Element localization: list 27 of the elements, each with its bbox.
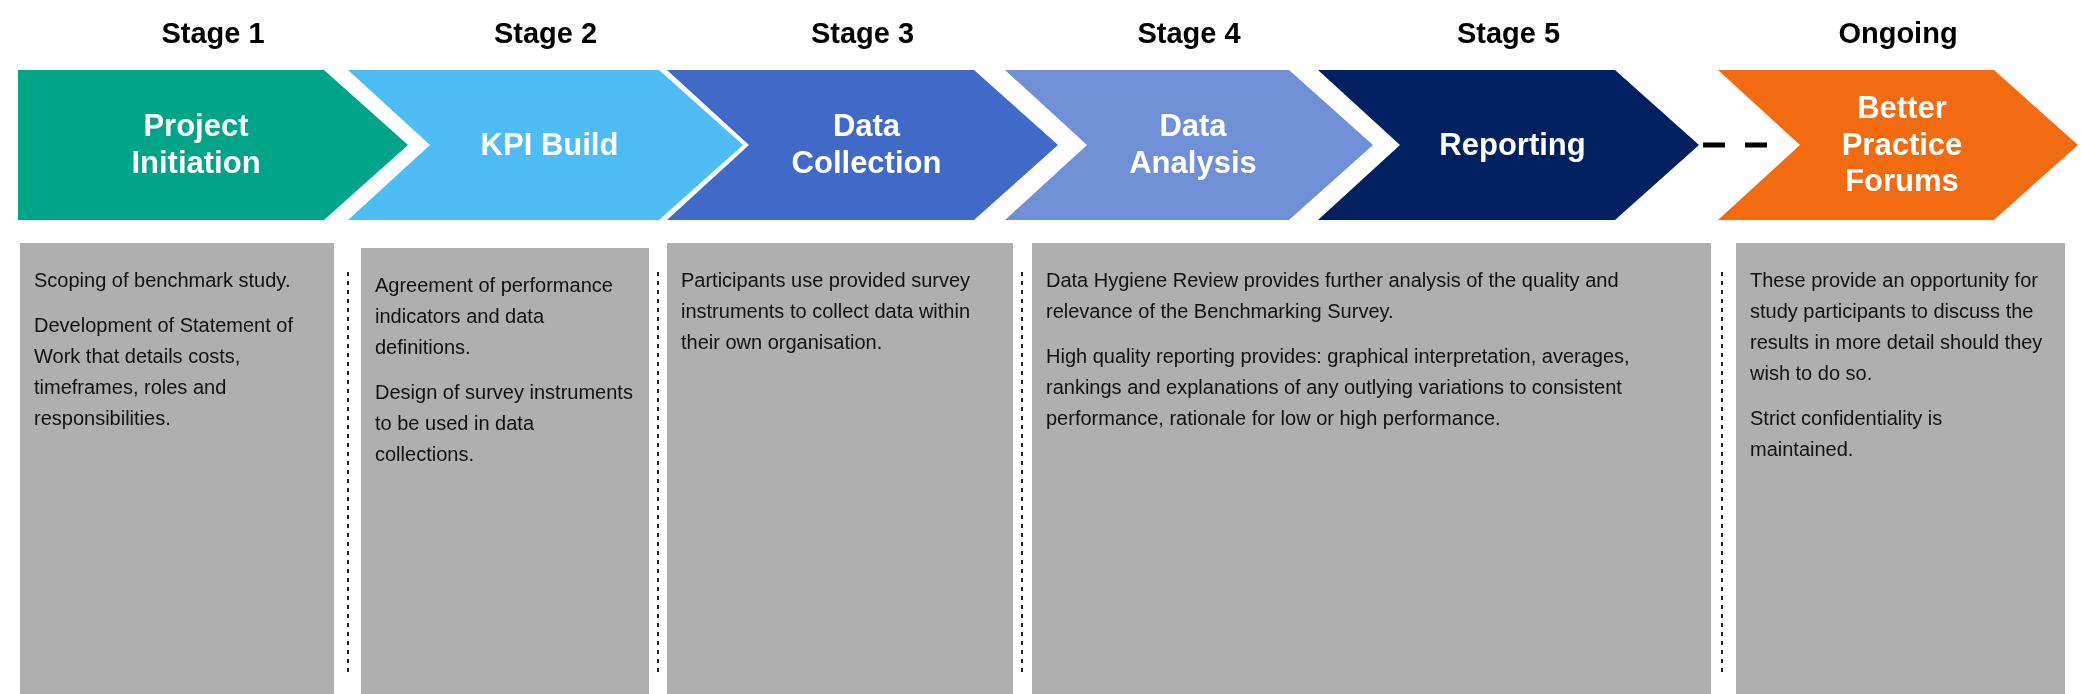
stage-heading: Stage 1 — [160, 16, 266, 51]
stage-heading: Stage 3 — [809, 16, 916, 51]
stage-title: Data Analysis — [1128, 108, 1258, 182]
stage-title: Project Initiation — [130, 108, 262, 182]
stage-heading: Stage 2 — [492, 16, 599, 51]
description-text: Data Hygiene Review provides further analysis of the quality and relevance of the Benchmarking Survey. — [1046, 268, 1620, 324]
stage-title: Reporting — [1439, 126, 1586, 164]
dashed-connector — [1703, 142, 1768, 148]
description-text: Participants use provided survey instruments to collect data within their own organisation. — [681, 268, 972, 355]
stage-heading: Ongoing — [1837, 16, 1959, 51]
description-panel — [667, 243, 1013, 694]
stage-title: Better Practice Forums — [1840, 90, 1964, 200]
description-panel — [20, 243, 334, 694]
description-panel — [1032, 243, 1711, 694]
description-panel — [361, 248, 649, 694]
description-panel — [1736, 243, 2065, 694]
description-text: Development of Statement of Work that details costs, timeframes, roles and responsibilities. — [34, 313, 295, 431]
description-text: High quality reporting provides: graphical interpretation, averages, rankings and explanations of any outlying variations to consistent performance, rationale for low or high performance. — [1046, 344, 1631, 431]
description-text: Scoping of benchmark study. — [34, 268, 292, 293]
description-text: These provide an opportunity for study participants to discuss the results in more detail should they wish to do so. — [1750, 268, 2044, 386]
stage-title: KPI Build — [480, 126, 619, 164]
stage-title: Data Collection — [790, 108, 943, 182]
description-text: Design of survey instruments to be used in data collections. — [375, 380, 634, 467]
stage-heading: Stage 4 — [1136, 16, 1242, 51]
stage-heading: Stage 5 — [1455, 16, 1562, 51]
description-text: Strict confidentiality is maintained. — [1750, 406, 1944, 462]
description-text: Agreement of performance indicators and data definitions. — [375, 273, 614, 360]
